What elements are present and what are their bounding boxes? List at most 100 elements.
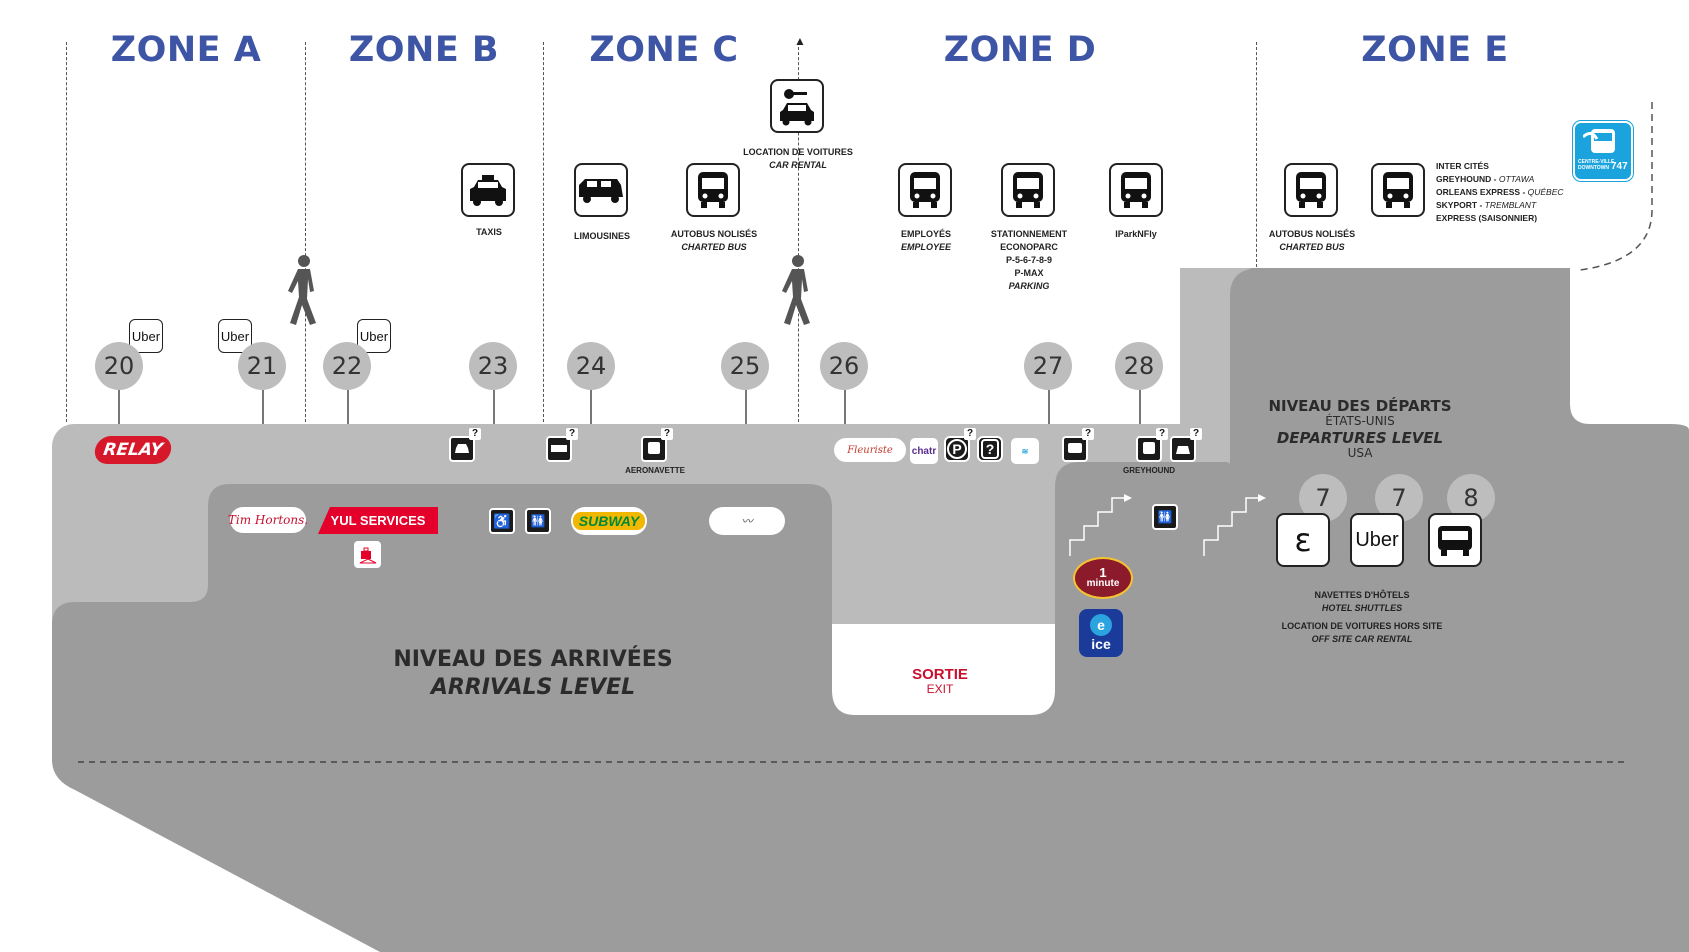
aeronavette-label: AERONAVETTE [625, 466, 685, 475]
restaurant-logo[interactable]: 〰︎ [709, 507, 785, 535]
door-line [493, 390, 495, 424]
taxis-label: TAXIS [476, 227, 502, 237]
door-23[interactable]: 23 [469, 342, 517, 390]
intercity-item: ORLEANS EXPRESS - QUÉBEC [1436, 187, 1564, 197]
car-rental-icon-box[interactable] [770, 79, 824, 133]
chatr-logo[interactable]: chatr [910, 438, 938, 464]
door-line [745, 390, 747, 424]
zone-e-title: ZONE E [1361, 30, 1509, 70]
limo-info-icon[interactable]: ? [546, 428, 578, 462]
door-25[interactable]: 25 [721, 342, 769, 390]
door-line [262, 390, 264, 424]
accessibility-icon[interactable]: ♿ [489, 508, 515, 534]
charted-bus-icon-box[interactable] [686, 163, 740, 217]
intercity-item: INTER CITÉS [1436, 161, 1489, 171]
aeronavette-info-icon[interactable]: ? [641, 428, 673, 462]
employee-bus-icon-box[interactable] [898, 163, 952, 217]
door-line [118, 390, 120, 424]
pedestrian-icon [782, 255, 810, 325]
taxi-info-icon[interactable]: ? [449, 428, 481, 462]
tim-hortons-logo[interactable]: Tim Hortons. [228, 507, 308, 533]
ice-currency-logo[interactable]: e ice [1079, 609, 1123, 657]
bus-icon [698, 172, 728, 208]
bus-747-number: 747 [1611, 161, 1628, 172]
zone-divider [1256, 42, 1257, 267]
parking-bus-icon-box[interactable] [1001, 163, 1055, 217]
pedestrian-icon [288, 255, 316, 325]
iparknfly-label: IParkNFly [1115, 229, 1157, 239]
yul-services-logo[interactable]: YUL SERVICES [318, 507, 438, 534]
fleuriste-logo[interactable]: Fleuriste [834, 438, 906, 462]
information-icon[interactable]: ? [977, 436, 1003, 462]
stairs-icon [1069, 494, 1132, 556]
greyhound-label: GREYHOUND [1122, 466, 1176, 475]
taxi-icon-box[interactable] [461, 163, 515, 217]
zone-e-charted-bus-icon-box[interactable] [1284, 163, 1338, 217]
limousine-icon-box[interactable] [574, 163, 628, 217]
shuttle-bus-icon [1438, 526, 1472, 556]
restroom-icon[interactable]: 🚻 [1152, 504, 1178, 530]
zone-a-title: ZONE A [110, 30, 262, 70]
relay-logo[interactable]: RELAY [93, 436, 173, 464]
parking-info-icon[interactable]: P? [944, 428, 976, 462]
door-20[interactable]: 20 [95, 342, 143, 390]
subway-logo[interactable]: SUBWAY [571, 507, 647, 535]
bus-icon [1296, 172, 1326, 208]
bus-icon [910, 172, 940, 208]
restroom-icon[interactable]: 🚻 [525, 508, 551, 534]
door-22[interactable]: 22 [323, 342, 371, 390]
door-line [590, 390, 592, 424]
iparknfly-bus-icon-box[interactable] [1109, 163, 1163, 217]
departures-block [1230, 269, 1585, 466]
bus-icon [1121, 172, 1151, 208]
greyhound-bus-info-icon[interactable]: ? [1136, 428, 1168, 462]
intercity-list: INTER CITÉS GREYHOUND - OTTAWA ORLEANS E… [1436, 160, 1564, 225]
zone-e-boundary [1579, 102, 1653, 271]
employee-info-icon[interactable]: ? [1062, 428, 1094, 462]
door-line [844, 390, 846, 424]
zone-divider [66, 42, 67, 422]
uber-departure-icon[interactable]: Uber [1350, 513, 1404, 567]
car-key-icon [780, 89, 814, 126]
bus-747-bus-icon [1583, 129, 1615, 153]
shuttle-bus-icon-box[interactable] [1428, 513, 1482, 567]
zone-c-title: ZONE C [589, 30, 739, 70]
door-21[interactable]: 21 [238, 342, 286, 390]
departures-level-title: NIVEAU DES DÉPARTS ÉTATS-UNIS DEPARTURES… [1268, 397, 1452, 460]
zone-divider [798, 42, 799, 422]
shuttle-info-icon[interactable]: ? [1170, 428, 1202, 462]
door-27[interactable]: 27 [1024, 342, 1072, 390]
limousine-icon [579, 179, 623, 203]
door-26[interactable]: 26 [820, 342, 868, 390]
bus-icon [1013, 172, 1043, 208]
door-28[interactable]: 28 [1115, 342, 1163, 390]
bus-icon [1383, 172, 1413, 208]
intercity-bus-icon-box[interactable] [1371, 163, 1425, 217]
zone-d-title: ZONE D [943, 30, 1097, 70]
zone-divider [305, 42, 306, 422]
stairs-icon [1203, 494, 1266, 556]
intercity-item: EXPRESS (SAISONNIER) [1436, 213, 1538, 223]
exit-sign: SORTIE EXIT [912, 666, 968, 696]
door-line [1048, 390, 1050, 424]
limousines-label: LIMOUSINES [573, 231, 631, 241]
door-24[interactable]: 24 [567, 342, 615, 390]
luggage-icon[interactable] [354, 541, 381, 568]
intercity-item: GREYHOUND - OTTAWA [1436, 174, 1535, 184]
kiosk-logo[interactable]: ≋ [1011, 438, 1039, 464]
door-line [1139, 390, 1141, 424]
e-shuttle-icon[interactable]: ε [1276, 513, 1330, 567]
uber-pickup-icon[interactable]: Uber [357, 319, 391, 353]
door-line [347, 390, 349, 424]
